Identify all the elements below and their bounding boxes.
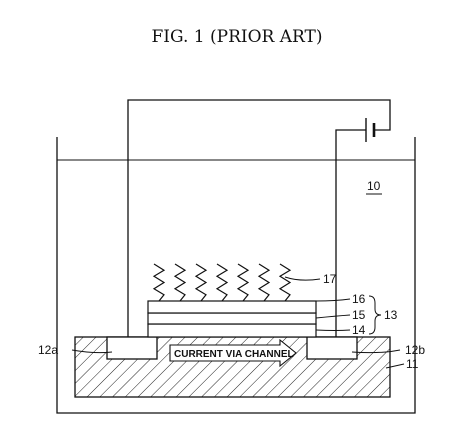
leader-lines	[71, 276, 405, 369]
molecule-spring	[194, 263, 208, 302]
layer-14	[147, 323, 317, 338]
label-14: 14	[352, 323, 366, 337]
label-11: 11	[406, 357, 419, 371]
figure-title: FIG. 1 (PRIOR ART)	[152, 27, 323, 47]
gate-stack-brace	[368, 295, 382, 335]
source-wire	[127, 99, 391, 337]
layer-16	[147, 300, 317, 314]
container-wall	[56, 137, 416, 414]
molecule-spring	[152, 263, 166, 302]
label-15: 15	[352, 308, 366, 322]
label-12a: 12a	[38, 343, 58, 357]
molecule-spring	[173, 263, 187, 302]
molecule-spring	[236, 263, 250, 302]
label-12b: 12b	[405, 343, 425, 357]
molecule-spring	[278, 263, 292, 302]
label-17: 17	[323, 272, 337, 286]
source-electrode	[106, 336, 158, 360]
current-arrow-label: CURRENT VIA CHANNEL	[174, 349, 294, 360]
current-arrow	[169, 338, 297, 368]
molecule-spring	[215, 263, 229, 302]
molecule-spring	[257, 263, 271, 302]
drain-wire	[335, 129, 366, 337]
label-13: 13	[384, 308, 398, 322]
molecules-17	[152, 263, 292, 302]
drain-electrode	[306, 336, 358, 360]
container-label: 10	[367, 179, 381, 193]
label-16: 16	[352, 292, 366, 306]
layer-15	[147, 312, 317, 325]
